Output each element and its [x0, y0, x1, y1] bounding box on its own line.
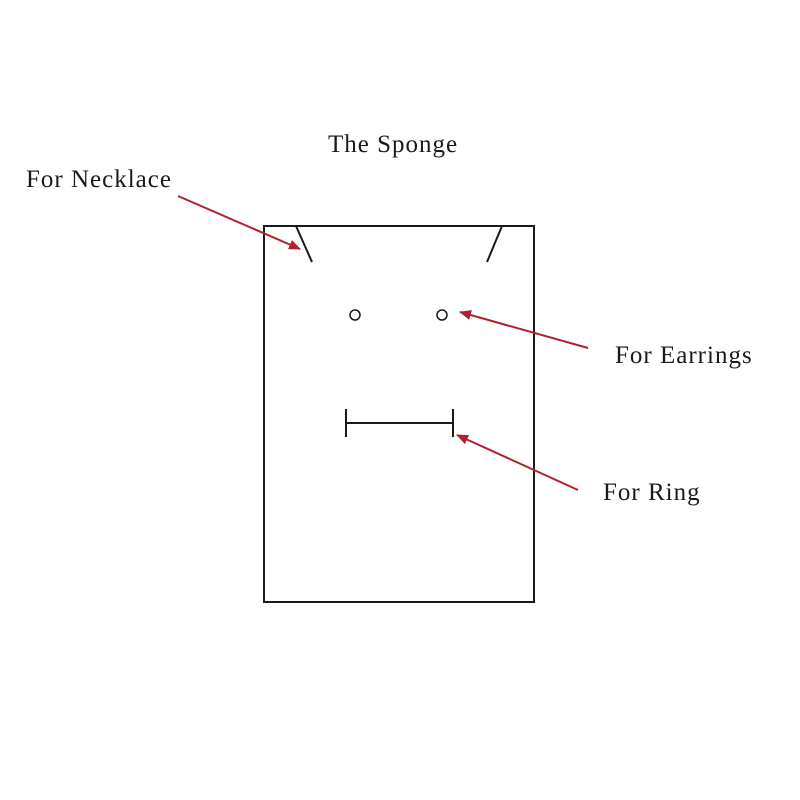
- ring-arrow: [456, 434, 579, 491]
- necklace-arrow: [177, 195, 301, 250]
- necklace-slot-right: [486, 225, 503, 263]
- earrings-label: For Earrings: [615, 342, 753, 369]
- earring-hole-right: [436, 309, 448, 321]
- necklace-slot-left: [295, 225, 313, 263]
- necklace-label: For Necklace: [26, 166, 172, 193]
- ring-label: For Ring: [603, 479, 701, 506]
- sponge-board: [263, 225, 535, 603]
- ring-slot: [345, 409, 454, 437]
- earring-hole-left: [349, 309, 361, 321]
- earrings-arrow: [459, 310, 589, 349]
- diagram-title: The Sponge: [328, 131, 459, 158]
